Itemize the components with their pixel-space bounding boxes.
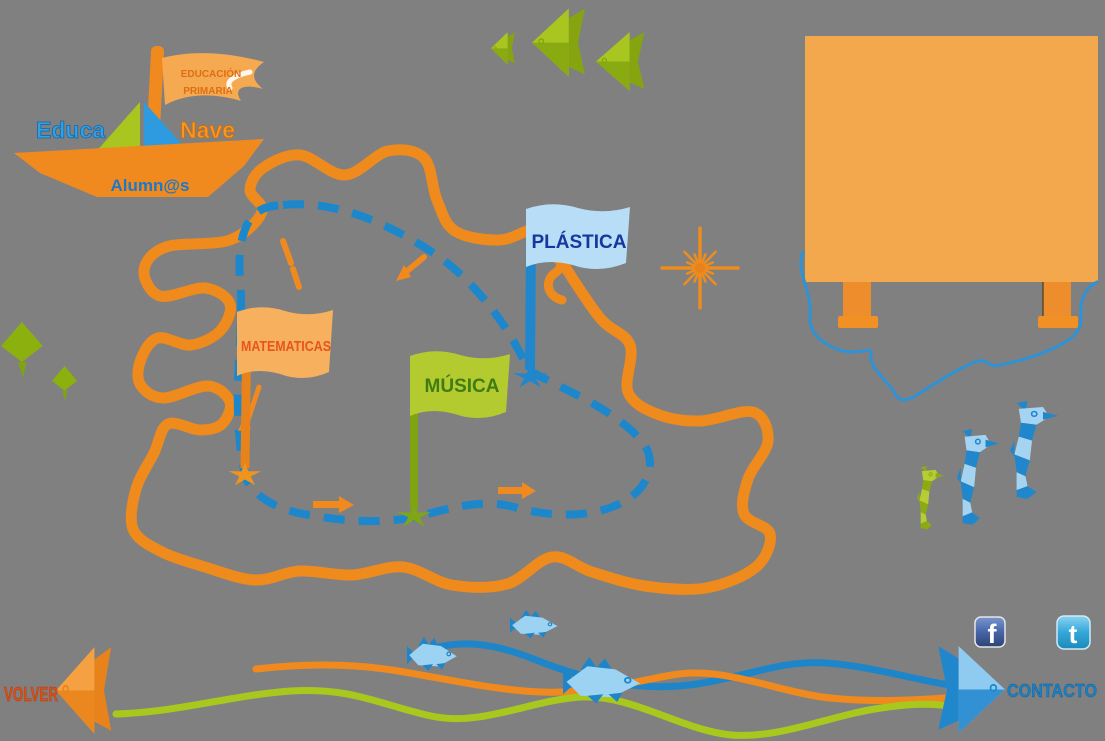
treasure-route-path [233, 200, 654, 526]
tree-icon [52, 366, 78, 401]
musica-star [396, 503, 432, 527]
contacto-label: CONTACTO [1007, 681, 1097, 701]
brand-educa: Educa [36, 117, 105, 143]
seahorse-green-icon [917, 466, 945, 530]
matematicas-star [228, 462, 262, 486]
orange-fish-arrow-left-icon [56, 647, 112, 734]
island-curl-decoration [543, 251, 567, 305]
volver-label: VOLVER [4, 684, 58, 706]
banner-swoosh [226, 69, 253, 91]
billboard-sign[interactable] [805, 36, 1098, 328]
contacto-button[interactable]: CONTACTO [938, 646, 1097, 733]
flag-plastica[interactable]: PLÁSTICA [526, 204, 630, 270]
seahorse-blue-icon [1010, 401, 1059, 500]
flag-musica[interactable]: MÚSICA [410, 351, 510, 419]
plastica-star [512, 364, 548, 388]
tree-icon [1, 322, 43, 378]
wave-green [112, 686, 964, 739]
route-arrow-down-left [396, 254, 427, 281]
island-outline [125, 144, 776, 595]
blue-fish-icon [510, 610, 558, 639]
blue-fish-arrow-right-icon [938, 646, 1005, 733]
facebook-glyph: f [988, 619, 998, 649]
educanave-logo[interactable]: EDUCACIÓN PRIMARIA Educa Nave Alumn@s [14, 46, 264, 197]
volver-button[interactable]: VOLVER [4, 647, 112, 734]
seahorse-blue-icon [957, 429, 999, 526]
logo-flag-line1: EDUCACIÓN [181, 67, 242, 80]
billboard-panel[interactable] [805, 36, 1098, 282]
logo-alumnos: Alumn@s [111, 176, 190, 195]
hull [14, 139, 264, 197]
flag-matematicas[interactable]: MATEMATICAS [237, 307, 333, 379]
sun-compass-icon [660, 226, 740, 310]
logo-flag-line2: PRIMARIA [183, 86, 232, 97]
green-fish-icon [532, 8, 585, 77]
route-arrow-right-2 [498, 482, 536, 499]
green-fish-icon [491, 32, 515, 65]
brand-nave: Nave [180, 117, 235, 143]
wave-blue [420, 640, 961, 691]
facebook-icon[interactable]: f [974, 616, 1006, 649]
river-line [799, 250, 1099, 402]
green-fish-icon [596, 32, 645, 91]
logo-banner [162, 53, 264, 105]
twitter-glyph: t [1069, 619, 1078, 649]
twitter-icon[interactable]: t [1056, 615, 1091, 650]
route-arrow-right-1 [313, 496, 354, 513]
